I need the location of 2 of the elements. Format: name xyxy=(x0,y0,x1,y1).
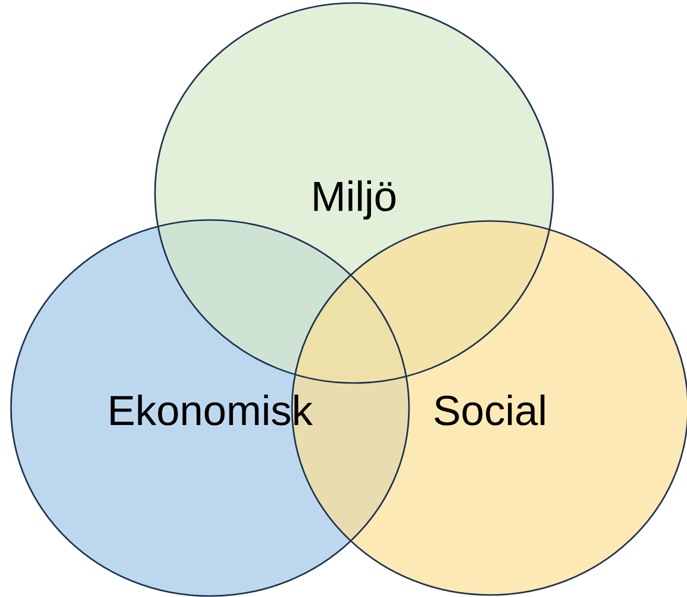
circle-label: Miljö xyxy=(314,180,396,220)
circle-label: Social xyxy=(434,394,544,426)
